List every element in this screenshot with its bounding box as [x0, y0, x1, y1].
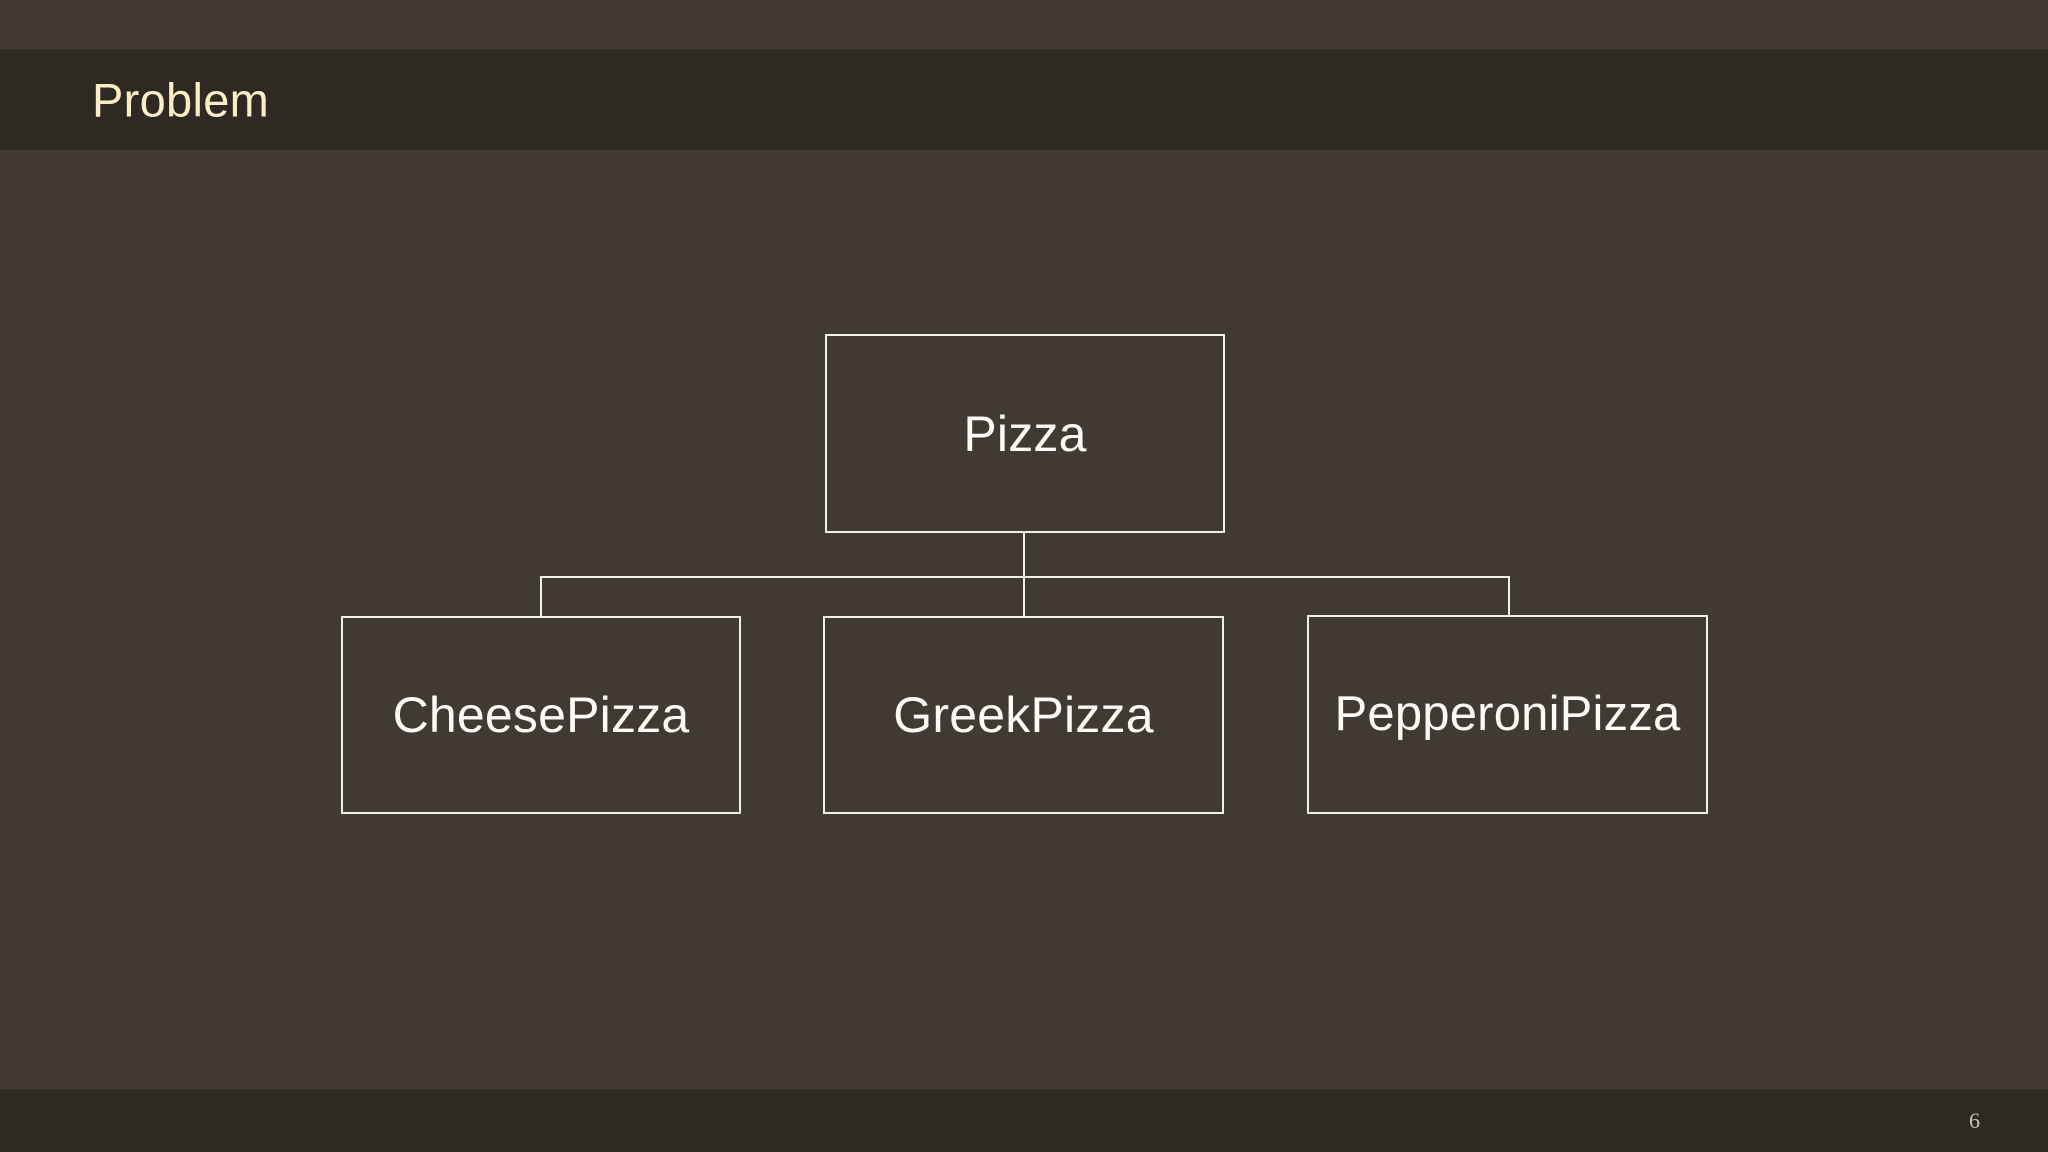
connector-root-stem	[1023, 533, 1025, 577]
diagram-node-label: Pizza	[963, 405, 1087, 462]
connector-drop-pepperonipizza	[1508, 576, 1510, 617]
connector-drop-cheesepizza	[540, 576, 542, 617]
slide-title-bar: Problem	[0, 49, 2048, 150]
page-title: Problem	[92, 73, 270, 126]
diagram-node-pizza[interactable]: Pizza	[825, 334, 1225, 533]
diagram-node-label: PepperoniPizza	[1334, 687, 1681, 741]
diagram-node-pepperonipizza[interactable]: PepperoniPizza	[1307, 615, 1708, 814]
connector-drop-greekpizza	[1023, 576, 1025, 617]
diagram-node-label: GreekPizza	[893, 687, 1154, 743]
connector-horizontal-bus	[540, 576, 1510, 578]
diagram-node-cheesepizza[interactable]: CheesePizza	[341, 616, 741, 814]
diagram-node-greekpizza[interactable]: GreekPizza	[823, 616, 1224, 814]
slide-footer-bar: 6	[0, 1089, 2048, 1152]
diagram-node-label: CheesePizza	[392, 687, 690, 743]
page-number: 6	[1969, 1107, 1980, 1133]
